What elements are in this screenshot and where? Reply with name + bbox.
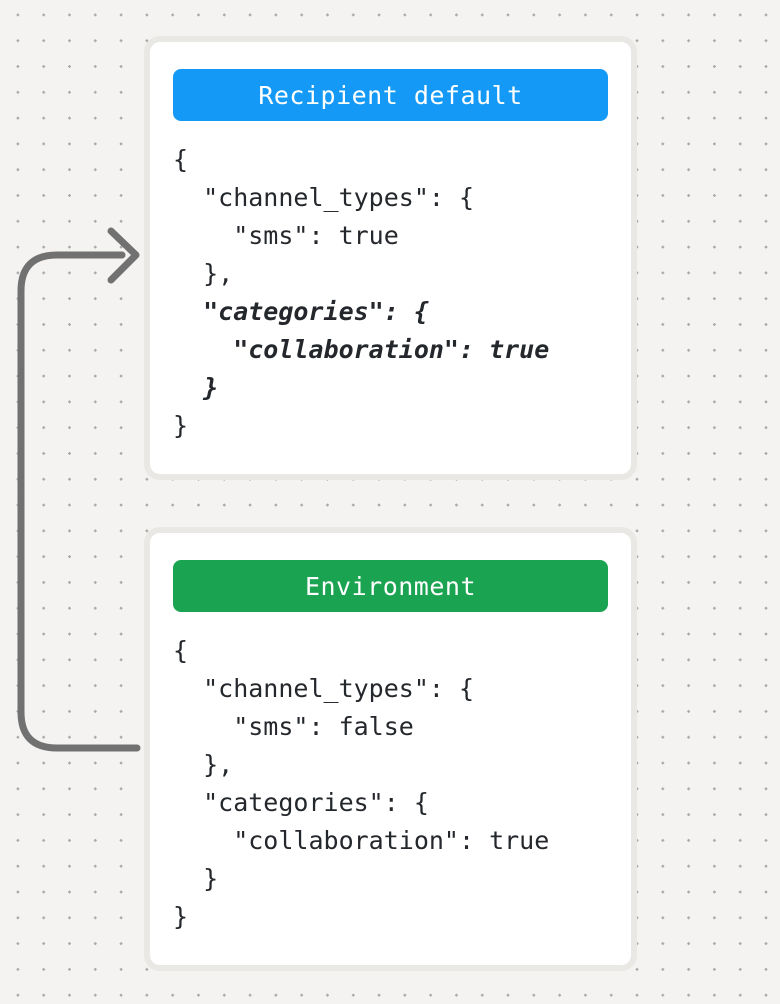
flow-arrow-icon bbox=[17, 227, 141, 752]
code-line: "collaboration": true bbox=[173, 826, 550, 855]
code-line: }, bbox=[173, 750, 234, 779]
code-line: "categories": { bbox=[173, 788, 429, 817]
code-line: "categories": { bbox=[173, 297, 429, 326]
code-line: { bbox=[173, 145, 189, 174]
code-line: "channel_types": { bbox=[173, 674, 475, 703]
card-environment: Environment { "channel_types": { "sms": … bbox=[144, 527, 637, 971]
flow-arrow-path bbox=[17, 227, 141, 752]
code-line: } bbox=[173, 902, 189, 931]
environment-code-block: { "channel_types": { "sms": false }, "ca… bbox=[173, 632, 608, 936]
card-recipient-default: Recipient default { "channel_types": { "… bbox=[144, 36, 637, 480]
environment-header: Environment bbox=[173, 560, 608, 612]
code-line: "channel_types": { bbox=[173, 183, 475, 212]
environment-header-label: Environment bbox=[304, 571, 477, 601]
code-line: { bbox=[173, 636, 189, 665]
code-line: } bbox=[173, 411, 189, 440]
code-line: "sms": true bbox=[173, 221, 399, 250]
recipient-default-code-block: { "channel_types": { "sms": true }, "cat… bbox=[173, 141, 608, 445]
recipient-default-header: Recipient default bbox=[173, 69, 608, 121]
recipient-default-header-label: Recipient default bbox=[258, 80, 523, 110]
code-line: } bbox=[173, 864, 219, 893]
code-line: "sms": false bbox=[173, 712, 414, 741]
code-line: } bbox=[173, 373, 219, 402]
code-line: }, bbox=[173, 259, 234, 288]
code-line: "collaboration": true bbox=[173, 335, 550, 364]
